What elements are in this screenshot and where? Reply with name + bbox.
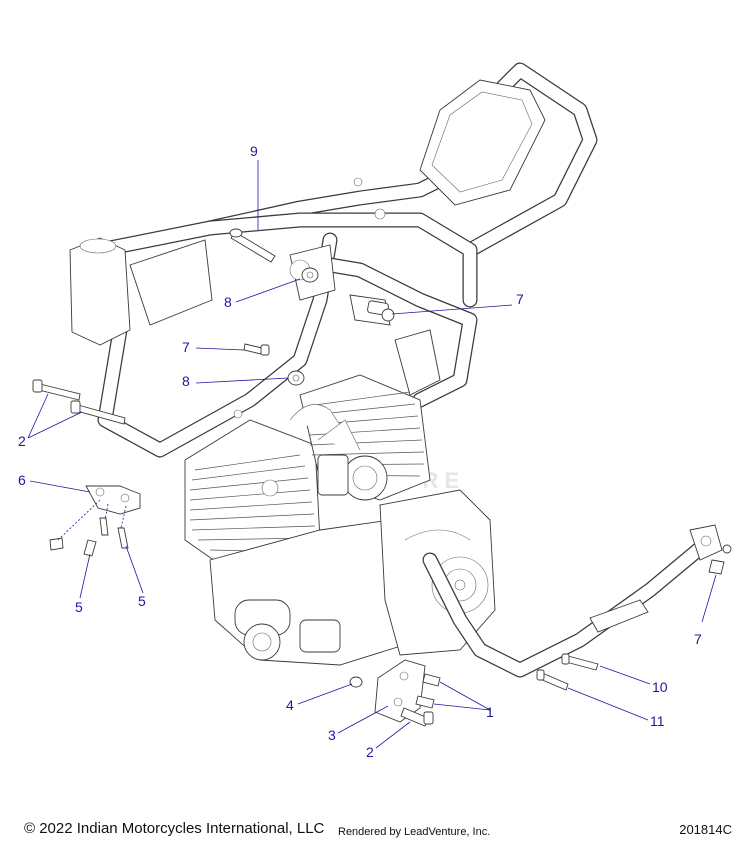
copyright-text: © 2022 Indian Motorcycles International,… bbox=[24, 820, 325, 837]
callout-2-upper: 2 bbox=[18, 433, 26, 449]
callout-6: 6 bbox=[18, 472, 26, 488]
part-washer-8-lower bbox=[287, 370, 305, 386]
callout-11: 11 bbox=[650, 713, 665, 729]
callout-7-right: 7 bbox=[694, 631, 702, 647]
part-bolt-9 bbox=[229, 228, 276, 263]
part-bolt-7-left bbox=[243, 343, 270, 356]
part-bolts-1 bbox=[415, 673, 441, 709]
engine-assembly bbox=[184, 374, 496, 666]
callout-5-right: 5 bbox=[138, 593, 146, 609]
part-bolts-2-upper bbox=[32, 379, 126, 425]
part-bracket-3 bbox=[374, 659, 426, 723]
part-bolt-7-upper-right bbox=[367, 300, 395, 322]
part-washer-8-upper bbox=[301, 267, 319, 283]
callout-9: 9 bbox=[250, 143, 258, 159]
callout-8-upper: 8 bbox=[224, 294, 232, 310]
rendered-by-text: Rendered by LeadVenture, Inc. bbox=[338, 826, 491, 838]
callout-8-lower: 8 bbox=[182, 373, 190, 389]
part-bracket-6 bbox=[85, 485, 141, 515]
part-nut-4 bbox=[349, 676, 363, 688]
part-bolts-10-11 bbox=[536, 653, 599, 691]
callout-5-left: 5 bbox=[75, 599, 83, 615]
callout-7-upper-right: 7 bbox=[516, 291, 524, 307]
callout-4: 4 bbox=[286, 697, 294, 713]
leader-lines bbox=[27, 160, 717, 749]
rear-subframe bbox=[422, 524, 723, 678]
callout-7-left: 7 bbox=[182, 339, 190, 355]
part-bolt-7-right bbox=[708, 544, 732, 575]
callout-2-lower: 2 bbox=[366, 744, 374, 760]
callout-3: 3 bbox=[328, 727, 336, 743]
part-bolt-2-lower bbox=[400, 707, 434, 727]
callout-1: 1 bbox=[486, 704, 494, 720]
part-bolts-5 bbox=[49, 517, 129, 557]
callout-10: 10 bbox=[652, 679, 668, 695]
frame-assembly bbox=[69, 62, 598, 458]
callout-labels: 9 8 7 7 8 2 6 5 5 7 10 4 1 11 3 2 bbox=[18, 143, 702, 760]
diagram-reference-number: 201814C bbox=[679, 822, 732, 837]
